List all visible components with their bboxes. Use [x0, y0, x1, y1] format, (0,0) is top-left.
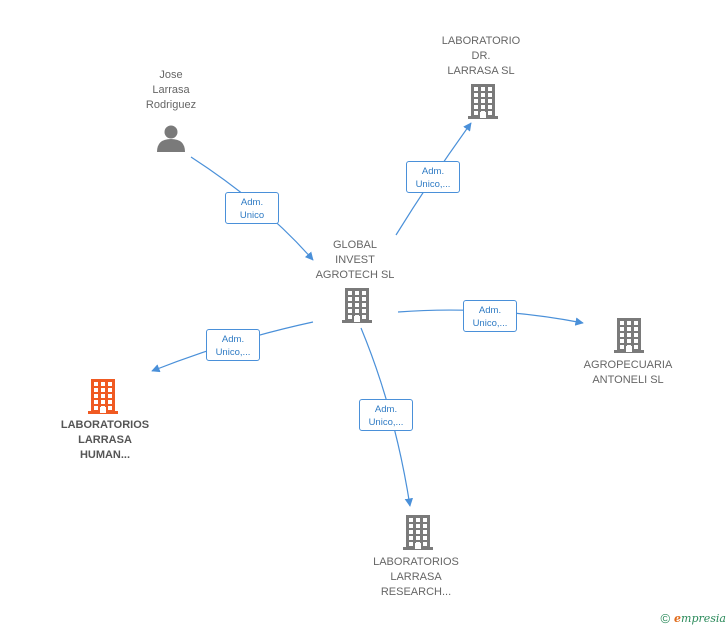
icon-group	[88, 84, 644, 550]
node-label-line: RESEARCH...	[380, 586, 452, 598]
building-icon[interactable]	[88, 379, 118, 414]
edge-label-line: Unico,...	[368, 417, 404, 428]
node-label-line: Jose	[159, 69, 183, 81]
node-label-line: DR.	[471, 50, 491, 62]
node-label-line: INVEST	[335, 254, 375, 266]
edge-label-line: Adm.	[374, 404, 398, 415]
node-label-line: ANTONELI SL	[592, 374, 664, 386]
edge-label[interactable]: Adm. Unico	[225, 192, 279, 224]
brand-logo[interactable]: empresia	[674, 612, 726, 625]
building-icon[interactable]	[468, 84, 498, 119]
edge-label-line: Unico	[239, 210, 265, 221]
node-label-human[interactable]: LABORATORIOS LARRASA HUMAN...	[61, 418, 149, 463]
node-label-line: HUMAN...	[79, 449, 131, 461]
edge-label[interactable]: Adm. Unico,...	[463, 300, 517, 332]
node-label-agro[interactable]: AGROPECUARIA ANTONELI SL	[584, 358, 673, 388]
edge-label-line: Adm.	[240, 197, 264, 208]
node-label-line: AGROPECUARIA	[583, 359, 673, 371]
node-label-research[interactable]: LABORATORIOS LARRASA RESEARCH...	[373, 555, 459, 600]
node-label-line: AGROTECH SL	[315, 269, 395, 281]
building-icon[interactable]	[342, 288, 372, 323]
node-label-line: Larrasa	[152, 84, 190, 96]
node-label-line: Rodriguez	[145, 99, 197, 111]
footer-credit: © empresia	[660, 611, 726, 626]
node-label-global[interactable]: GLOBAL INVEST AGROTECH SL	[316, 238, 395, 283]
node-label-line: LABORATORIO	[441, 35, 521, 47]
copyright-symbol: ©	[660, 611, 671, 626]
building-icon[interactable]	[403, 515, 433, 550]
edge-label-line: Adm.	[478, 305, 502, 316]
node-label-line: LABORATORIOS	[373, 556, 459, 568]
edge-label[interactable]: Adm. Unico,...	[359, 399, 413, 431]
edge-label-line: Unico,...	[215, 347, 251, 358]
node-label-line: LABORATORIOS	[60, 419, 150, 431]
edge-label-line: Unico,...	[415, 179, 451, 190]
edge-label-line: Adm.	[421, 166, 445, 177]
edge-label-line: Adm.	[221, 334, 245, 345]
node-label-line: LARRASA SL	[447, 65, 515, 77]
person-icon[interactable]	[157, 125, 185, 153]
building-icon[interactable]	[614, 318, 644, 353]
node-label-line: LARRASA	[390, 571, 442, 583]
edge-label[interactable]: Adm. Unico,...	[206, 329, 260, 361]
node-label-dr[interactable]: LABORATORIO DR. LARRASA SL	[442, 34, 520, 79]
edge-label-line: Unico,...	[472, 318, 508, 329]
edge-label[interactable]: Adm. Unico,...	[406, 161, 460, 193]
node-label-line: LARRASA	[78, 434, 132, 446]
node-label-line: GLOBAL	[332, 239, 378, 251]
